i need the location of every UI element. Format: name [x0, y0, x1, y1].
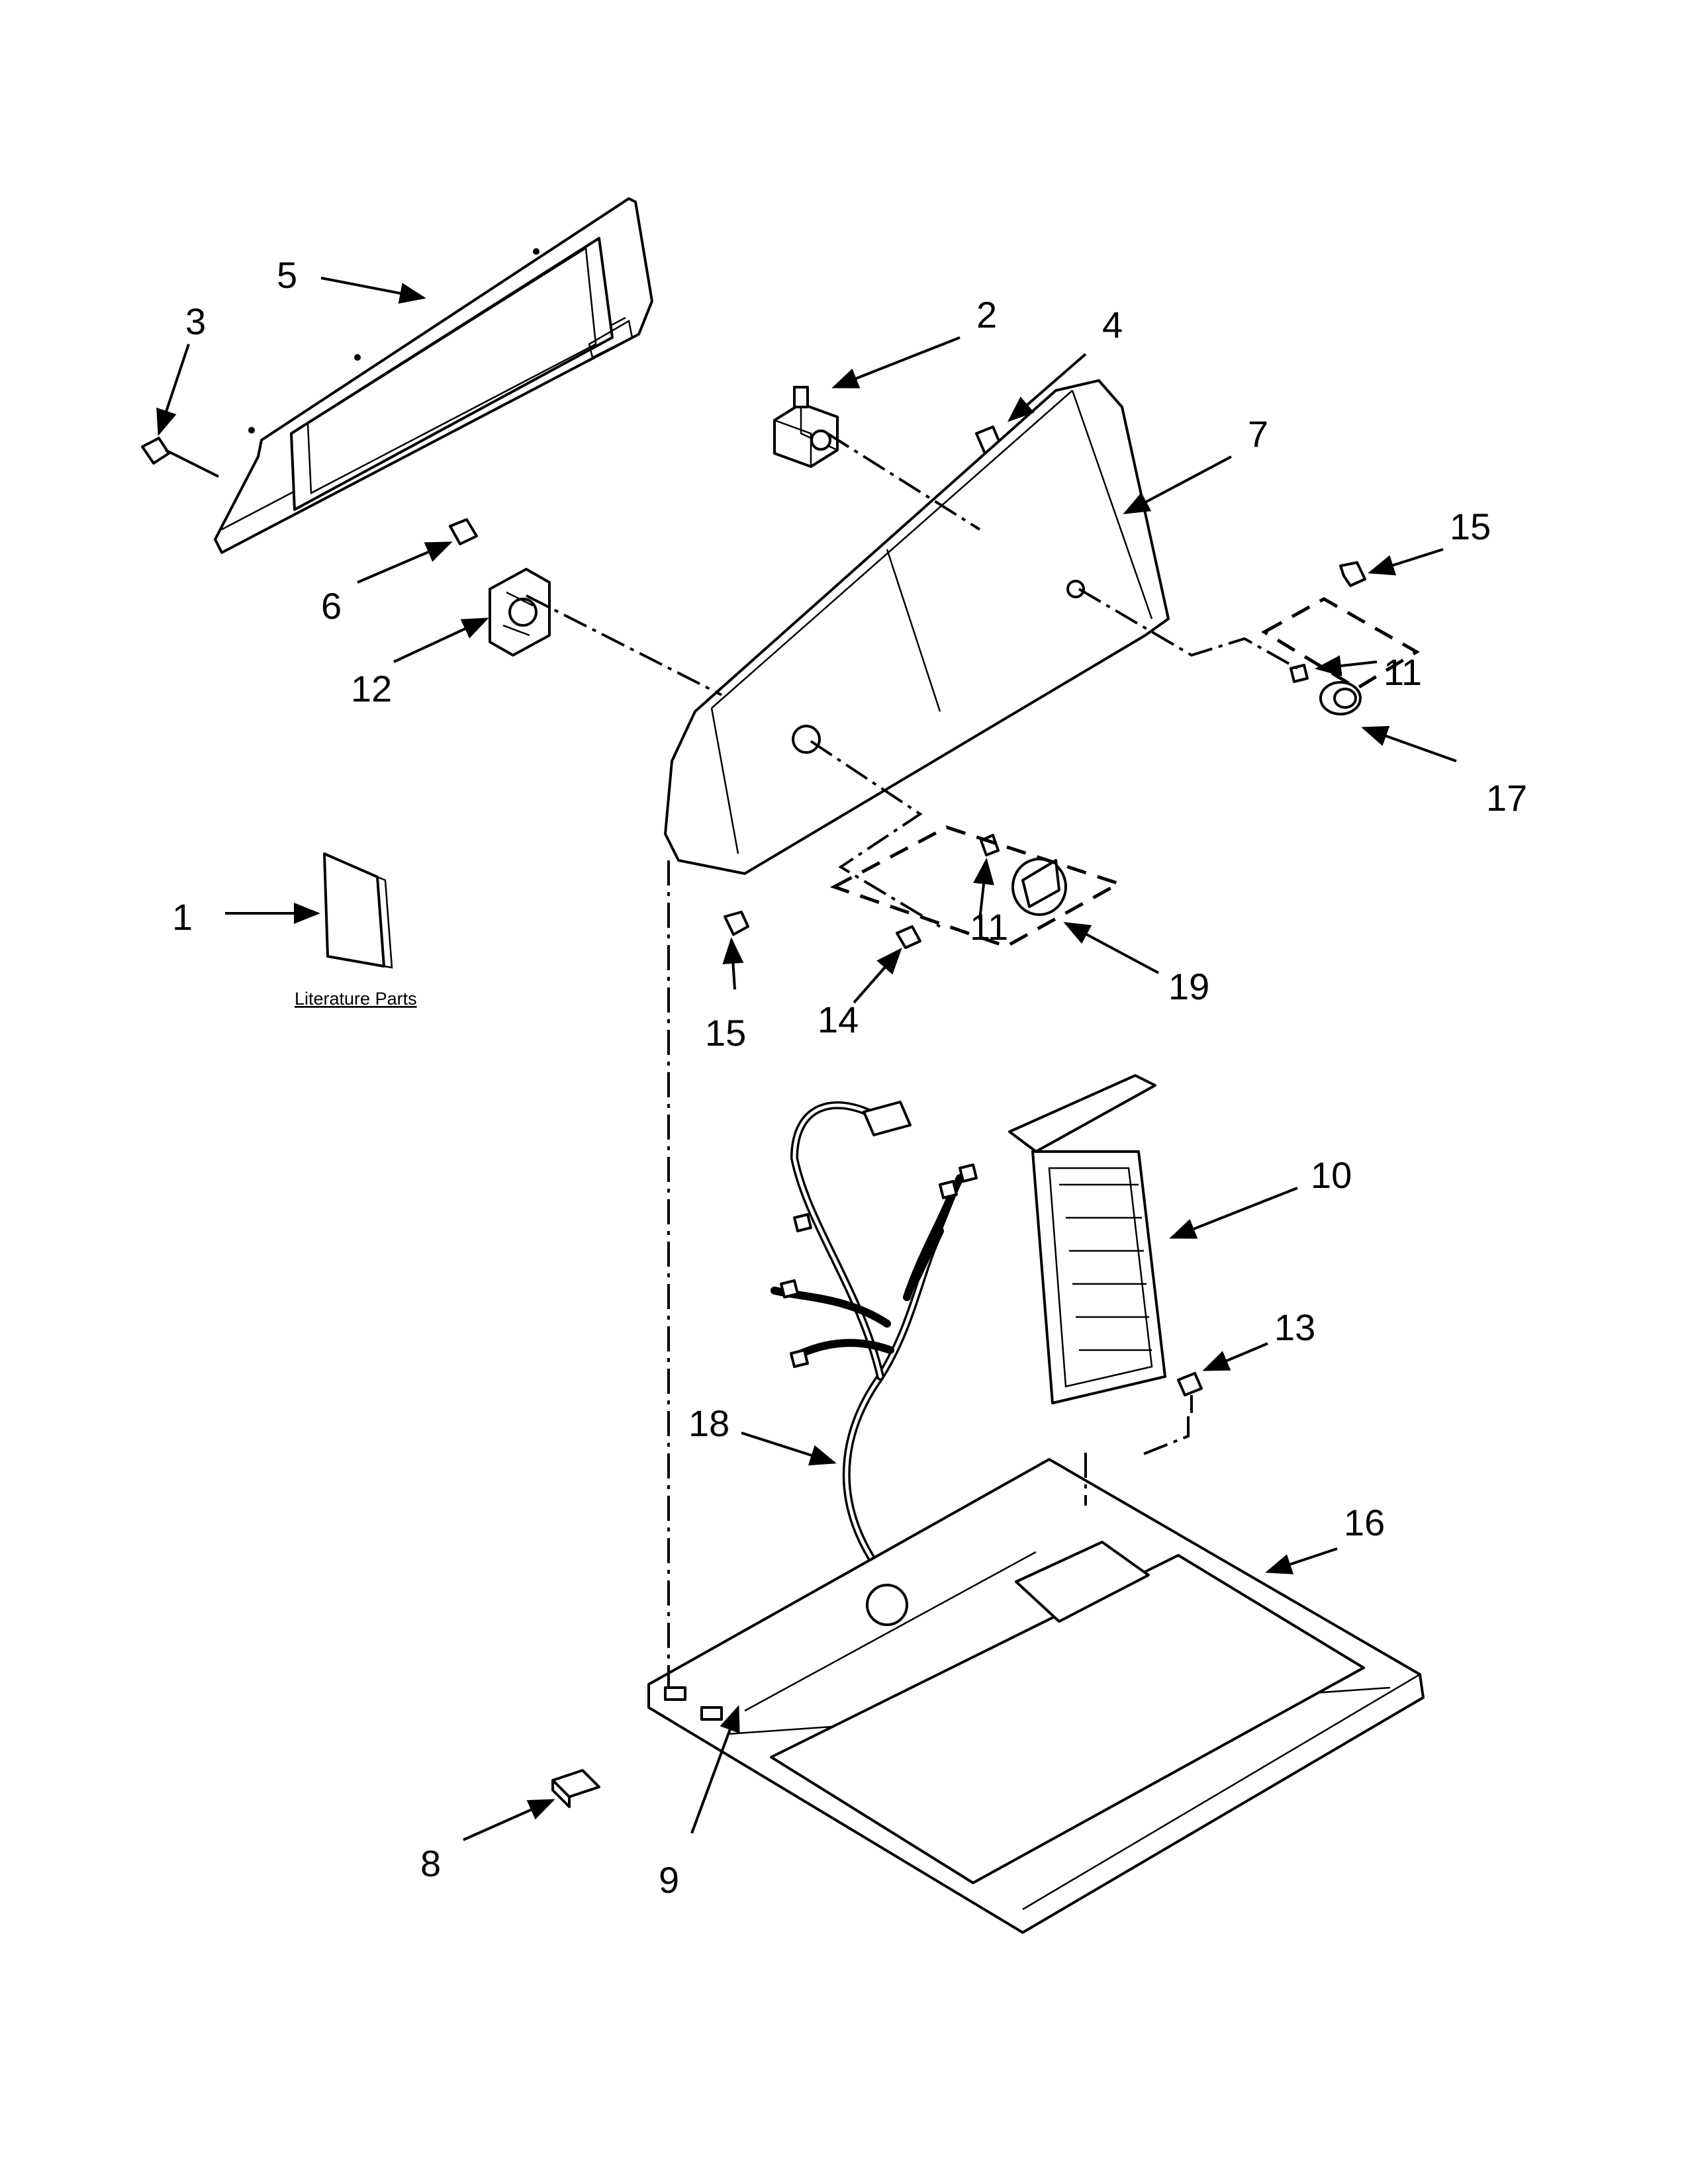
console-back-panel [214, 197, 653, 554]
callout-9: 9 [659, 1859, 679, 1901]
callout-15b: 15 [705, 1012, 746, 1054]
callout-19: 19 [1168, 966, 1209, 1007]
callout-16: 16 [1344, 1502, 1385, 1543]
console-panel [664, 379, 1170, 875]
switch-part-2 [773, 386, 839, 468]
callout-11a: 11 [1383, 651, 1422, 693]
callout-12: 12 [351, 668, 392, 709]
screw-part-13 [1177, 1372, 1203, 1413]
screw-part-3 [141, 437, 219, 478]
leader-arrows [156, 277, 1457, 1841]
part-8 [551, 1769, 600, 1808]
callout-15a: 15 [1450, 506, 1491, 547]
top-panel [647, 1458, 1425, 1934]
callout-18: 18 [688, 1402, 729, 1444]
wire-harness [771, 1101, 978, 1566]
callout-11b: 11 [970, 906, 1008, 948]
clip-part-15b [724, 911, 749, 936]
screw-part-6 [449, 518, 478, 545]
callout-8: 8 [420, 1843, 441, 1884]
clip-part-15a [1339, 561, 1366, 587]
callout-10: 10 [1311, 1154, 1352, 1196]
literature-booklet [323, 852, 393, 969]
callout-labels: 1 2 3 4 5 6 7 8 9 10 11 11 12 13 14 15 1… [172, 254, 1527, 1901]
lint-screen [1008, 1074, 1166, 1404]
literature-parts-label: Literature Parts [295, 989, 417, 1009]
screw-part-14 [896, 925, 921, 949]
assembly-lines [526, 432, 1420, 1688]
callout-6: 6 [321, 585, 342, 627]
knob-part-17 [1289, 664, 1362, 715]
callout-4: 4 [1102, 304, 1123, 345]
callout-17: 17 [1486, 777, 1527, 819]
callout-14: 14 [818, 999, 859, 1040]
knob-part-19 [980, 834, 1067, 916]
callout-7: 7 [1248, 413, 1268, 455]
timer-part-12 [489, 568, 551, 657]
callout-1: 1 [172, 896, 193, 938]
callout-5: 5 [277, 254, 297, 296]
callout-13: 13 [1274, 1306, 1315, 1348]
callout-3: 3 [185, 300, 206, 342]
callout-2: 2 [976, 294, 997, 336]
